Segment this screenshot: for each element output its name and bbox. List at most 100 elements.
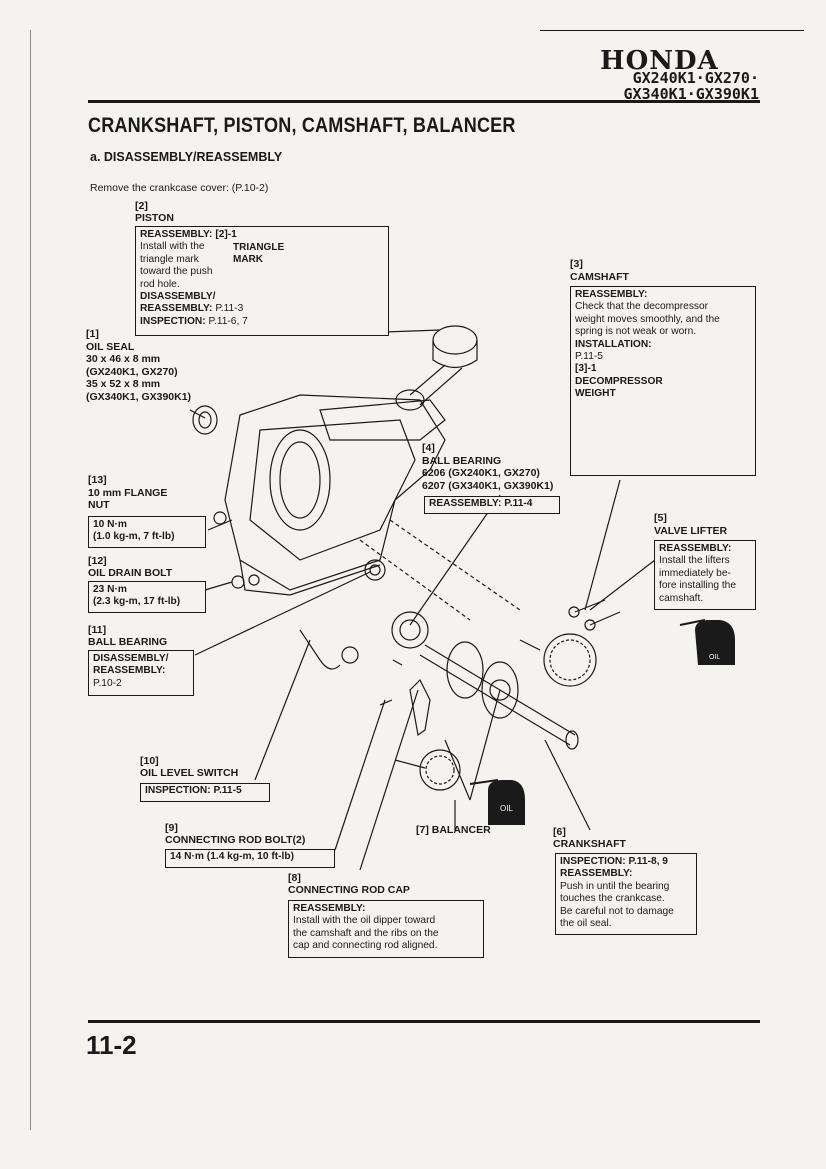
rod-cap-name: CONNECTING ROD CAP [288, 884, 410, 896]
crankshaft-line2: touches the crankcase. [560, 893, 665, 905]
triangle-mark-label-2: MARK [233, 254, 263, 265]
section-subtitle: a. DISASSEMBLY/REASSEMBLY [90, 150, 283, 164]
valve-lifter-line4: camshaft. [659, 592, 704, 604]
flange-nut-torque: 10 N·m [93, 519, 127, 530]
model-list: GX240K1·GX270· GX340K1·GX390K1 [541, 70, 759, 102]
camshaft-line1: Check that the decompressor [575, 301, 709, 313]
page-title: CRANKSHAFT, PISTON, CAMSHAFT, BALANCER [88, 114, 516, 137]
flange-nut-name1: 10 mm FLANGE [88, 486, 168, 499]
oil-seal-size1: 30 x 46 x 8 mm [86, 353, 161, 365]
camshaft-install-ref: P.11-5 [575, 351, 603, 363]
piston-reassembly2-head: REASSEMBLY: [140, 303, 213, 315]
valve-lifter-num: [5] [654, 512, 667, 524]
oil-seal-callout: [1] OIL SEAL 30 x 46 x 8 mm (GX240K1, GX… [86, 328, 191, 403]
camshaft-box: REASSEMBLY: Check that the decompressor … [570, 286, 756, 476]
decompressor-label-1: DECOMPRESSOR [575, 375, 663, 387]
piston-line4: rod hole. [140, 278, 180, 290]
crankshaft-name: CRANKSHAFT [553, 838, 626, 850]
drain-bolt-torque: 23 N·m [93, 584, 127, 595]
model-line-2: GX340K1·GX390K1 [623, 85, 759, 103]
piston-box: REASSEMBLY: [2]-1 Install with the trian… [135, 226, 389, 336]
rod-bolt-name: CONNECTING ROD BOLT(2) [165, 834, 306, 846]
drain-bolt-num: [12] [88, 555, 107, 567]
oil-seal-size2: 35 x 52 x 8 mm [86, 378, 161, 390]
ball-bearing-11-re: REASSEMBLY: [93, 665, 166, 677]
valve-lifter-box: REASSEMBLY: Install the lifters immediat… [654, 540, 756, 610]
ball-bearing-4-callout: [4] BALL BEARING 6206 (GX240K1, GX270) 6… [422, 442, 553, 492]
piston-disassembly-head: DISASSEMBLY/ [140, 291, 216, 303]
rod-cap-head: REASSEMBLY: [293, 903, 366, 914]
rod-bolt-box: 14 N·m (1.4 kg-m, 10 ft-lb) [165, 849, 335, 868]
crankshaft-line1: Push in until the bearing [560, 880, 670, 892]
balancer-label: [7] BALANCER [416, 824, 491, 836]
oil-seal-model1: (GX240K1, GX270) [86, 365, 178, 378]
camshaft-name: CAMSHAFT [570, 271, 629, 283]
ball-bearing-11-box: DISASSEMBLY/ REASSEMBLY: P.10-2 [88, 650, 194, 696]
rod-cap-line3: cap and connecting rod aligned. [293, 940, 438, 952]
piston-re-ref: P.11-3 [215, 303, 244, 315]
ball-bearing-4-box: REASSEMBLY: P.11-4 [424, 496, 560, 514]
rod-bolt-num: [9] [165, 822, 178, 834]
rod-cap-line1: Install with the oil dipper toward [293, 915, 436, 927]
triangle-mark-label-1: TRIANGLE [233, 242, 285, 253]
oil-label: OIL [709, 654, 720, 661]
ball-bearing-11-ref: P.10-2 [93, 677, 122, 689]
crankshaft-box: INSPECTION: P.11-8, 9 REASSEMBLY: Push i… [555, 853, 697, 935]
flange-nut-callout: [13] 10 mm FLANGE NUT [88, 474, 167, 512]
piston-line1: Install with the [140, 241, 205, 253]
piston-line3: toward the push [140, 266, 213, 278]
top-rule [540, 30, 804, 31]
oil-label: OIL [500, 804, 513, 813]
oil-seal-name: OIL SEAL [86, 340, 135, 353]
rod-cap-line2: the camshaft and the ribs on the [293, 927, 439, 939]
crankshaft-line3: Be careful not to damage [560, 905, 674, 917]
crankshaft-line4: the oil seal. [560, 918, 612, 930]
piston-line2: triangle mark [140, 253, 199, 265]
rod-cap-box: REASSEMBLY: Install with the oil dipper … [288, 900, 484, 958]
crankshaft-num: [6] [553, 826, 566, 838]
header-rule [88, 100, 760, 103]
oil-level-name: OIL LEVEL SWITCH [140, 767, 239, 779]
piston-inspection-head: INSPECTION: [140, 315, 206, 327]
flange-nut-torque-box: 10 N·m (1.0 kg-m, 7 ft-lb) [88, 516, 206, 548]
brand-logo: HONDA [600, 46, 719, 76]
footer-rule [88, 1020, 760, 1023]
camshaft-line2: weight moves smoothly, and the [575, 313, 720, 325]
rod-cap-num: [8] [288, 872, 301, 884]
drain-bolt-name: OIL DRAIN BOLT [88, 567, 173, 579]
crankshaft-head: REASSEMBLY: [560, 868, 633, 880]
ball-bearing-4-name: BALL BEARING [422, 454, 502, 467]
oil-can-icon [469, 779, 525, 825]
piston-ref: [2]-1 [215, 229, 237, 240]
flange-nut-num: [13] [88, 474, 107, 486]
flange-nut-torque-alt: (1.0 kg-m, 7 ft-lb) [93, 531, 175, 543]
camshaft-line3: spring is not weak or worn. [575, 326, 697, 338]
model-line-1: GX240K1·GX270· [632, 69, 759, 87]
piston-reassembly-head: REASSEMBLY: [140, 229, 213, 240]
drain-bolt-torque-alt: (2.3 kg-m, 17 ft-lb) [93, 596, 181, 608]
oil-level-box: INSPECTION: P.11-5 [140, 783, 270, 802]
camshaft-head: REASSEMBLY: [575, 289, 648, 300]
ball-bearing-4-spec2: 6207 (GX340K1, GX390K1) [422, 479, 554, 492]
ball-bearing-11-num: [11] [88, 624, 107, 636]
decompressor-ref: [3]-1 [575, 363, 597, 375]
valve-lifter-name: VALVE LIFTER [654, 525, 728, 537]
ball-bearing-4-num: [4] [422, 442, 435, 454]
oil-seal-model2: (GX340K1, GX390K1) [86, 390, 192, 403]
decompressor-label-2: WEIGHT [575, 388, 616, 400]
valve-lifter-line1: Install the lifters [659, 555, 730, 567]
page-number: 11-2 [86, 1030, 137, 1060]
ball-bearing-4-spec1: 6206 (GX240K1, GX270) [422, 467, 540, 479]
ball-bearing-11-name: BALL BEARING [88, 636, 168, 648]
drain-bolt-torque-box: 23 N·m (2.3 kg-m, 17 ft-lb) [88, 581, 206, 613]
oil-can-icon [679, 619, 735, 665]
camshaft-install-head: INSTALLATION: [575, 338, 652, 350]
intro-text: Remove the crankcase cover: (P.10-2) [90, 182, 269, 194]
valve-lifter-line2: immediately be- [659, 567, 731, 579]
piston-insp-ref: P.11-6, 7 [208, 315, 248, 327]
flange-nut-name2: NUT [88, 499, 110, 511]
oil-seal-num: [1] [86, 328, 99, 340]
piston-num: [2] [135, 200, 148, 212]
valve-lifter-line3: fore installing the [659, 580, 737, 592]
valve-lifter-head: REASSEMBLY: [659, 543, 732, 554]
